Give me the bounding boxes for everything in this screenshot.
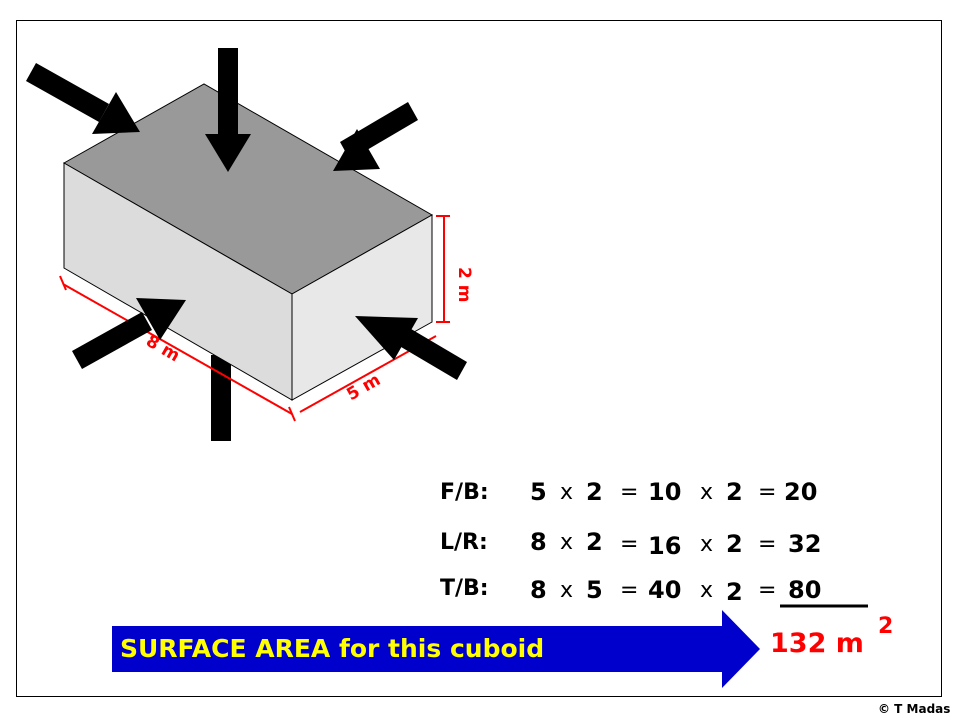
calc-equals: = <box>758 480 777 505</box>
calc-factor-b: 5 <box>586 576 603 604</box>
calc-equals: = <box>758 578 777 603</box>
slide-frame <box>16 20 942 697</box>
arrow-bottom-right <box>355 316 467 380</box>
calc-result: 40 <box>648 576 682 604</box>
dimension-height-line <box>436 215 450 323</box>
calc-equals: = <box>620 578 639 603</box>
calc-times: x <box>700 480 714 505</box>
calc-label: F/B: <box>440 480 489 505</box>
calc-result: 16 <box>648 532 682 560</box>
calc-times: x <box>560 578 574 603</box>
calc-times: x <box>700 578 714 603</box>
calc-factor-a: 8 <box>530 576 547 604</box>
calc-total: 32 <box>788 530 822 558</box>
arrow-top-left <box>26 63 140 134</box>
arrow-bottom <box>211 355 231 441</box>
arrow-bottom-left <box>72 298 186 369</box>
calc-equals: = <box>620 480 639 505</box>
calc-times: x <box>700 532 714 557</box>
cuboid-right-face <box>291 214 433 401</box>
surface-area-total: 132 m <box>770 628 864 659</box>
calc-factor-b: 2 <box>586 478 603 506</box>
calc-equals: = <box>620 532 639 557</box>
banner-text: SURFACE AREA for this cuboid <box>120 634 545 663</box>
calc-factor-c: 2 <box>726 578 743 606</box>
calc-factor-b: 2 <box>586 528 603 556</box>
calc-times: x <box>560 530 574 555</box>
calc-total: 20 <box>784 478 818 506</box>
calc-factor-a: 5 <box>530 478 547 506</box>
dimension-length-label: 8 m <box>142 331 183 366</box>
arrow-top-right <box>333 102 418 171</box>
calc-factor-a: 8 <box>530 528 547 556</box>
calc-label: L/R: <box>440 530 488 555</box>
surface-area-unit-exponent: 2 <box>878 614 894 639</box>
surface-area-banner: SURFACE AREA for this cuboid <box>112 626 620 672</box>
dimension-width-label: 5 m <box>343 370 384 405</box>
calc-total: 80 <box>788 576 822 604</box>
calc-times: x <box>560 480 574 505</box>
calc-equals: = <box>758 532 777 557</box>
author-credit: © T Madas <box>878 702 951 716</box>
calc-label: T/B: <box>440 576 489 601</box>
calc-result: 10 <box>648 478 682 506</box>
dimension-height-label: 2 m <box>454 267 474 302</box>
calc-factor-c: 2 <box>726 478 743 506</box>
dimension-length-line <box>59 275 296 422</box>
arrow-top <box>205 48 251 172</box>
calc-factor-c: 2 <box>726 530 743 558</box>
